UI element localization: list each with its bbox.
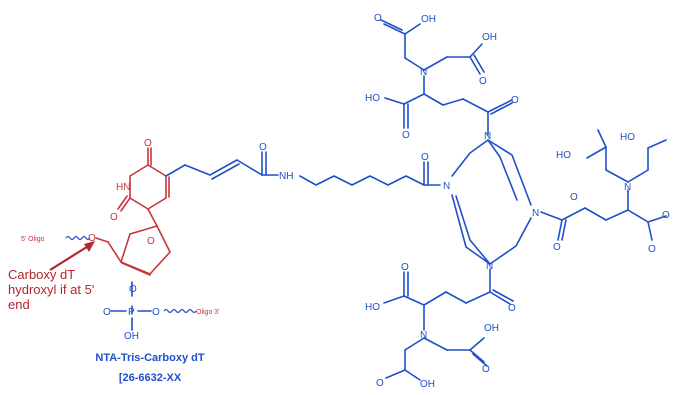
atom-o: O [508,303,516,314]
annotation-line: Carboxy dT [8,267,76,282]
atom-o: O [648,244,656,255]
atom-o: O [553,242,561,253]
catalog-number: [26-6632-XX [118,372,182,384]
atom-n: N [532,208,539,219]
atom-ho: HO [365,93,380,104]
atom-o: O [662,210,670,221]
atom-o: O [152,307,160,318]
atom-n: N [484,131,491,142]
thymidine-structure [95,147,171,276]
atom-oh: OH [421,14,436,25]
atom-ho: HO [556,150,571,161]
atom-o: O [421,152,429,163]
atom-o: O [110,212,118,223]
atom-n: N [420,330,427,341]
atom-n: N [420,67,427,78]
atom-o: O [88,233,96,244]
atom-o: O [376,378,384,389]
atom-o: O [103,307,111,318]
annotation-arrow [49,241,95,271]
atom-hn: HN [116,182,130,193]
atom-o: O [479,76,487,87]
atom-o: O [482,364,490,375]
atom-n: N [624,182,631,193]
five-prime-oligo-link [65,235,91,241]
annotation-line: end [8,297,30,312]
atom-ho: HO [620,132,635,143]
three-prime-label: Oligo 3' [196,309,220,316]
atom-nh: NH [279,171,293,182]
atom-o: O [144,138,152,149]
atom-o: O [129,284,137,295]
atom-o: O [147,236,155,247]
atom-o: O [570,192,578,203]
atom-n: N [486,261,493,272]
atom-o: O [511,95,519,106]
annotation-line: hydroxyl if at 5' [8,282,95,297]
atom-o: O [259,142,267,153]
atom-oh: OH [124,331,139,342]
three-prime-oligo-link [163,308,197,314]
carboxy-dt-annotation: Carboxy dT hydroxyl if at 5' end [8,267,108,312]
atom-oh: OH [482,32,497,43]
atom-o: O [374,13,382,24]
atom-n: N [443,181,450,192]
compound-title: NTA-Tris-Carboxy dT [95,352,205,364]
five-prime-label: 5' Oligo [21,236,45,243]
atom-oh: OH [420,379,435,390]
atom-o: O [402,130,410,141]
nta-tris-structure [110,19,667,381]
atom-oh: OH [484,323,499,334]
atom-o: O [401,262,409,273]
atom-ho: HO [365,302,380,313]
atom-p: P [128,307,135,318]
